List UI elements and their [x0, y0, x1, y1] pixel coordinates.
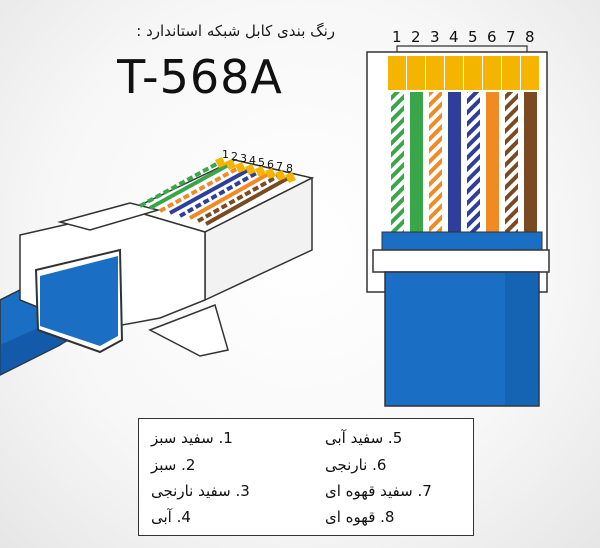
angled-pin-numbers: 1 2 3 4 5 6 7 8 — [222, 148, 293, 175]
front-pin-5: 5 — [468, 28, 478, 46]
front-pin-3: 3 — [430, 28, 440, 46]
front-pin-7: 7 — [506, 28, 516, 46]
angled-pin-1: 1 — [222, 148, 229, 161]
wire-1 — [391, 92, 404, 232]
wire-4 — [448, 92, 461, 232]
angled-pin-6: 6 — [267, 158, 274, 171]
legend-item-5: 5. سفید آبی — [325, 429, 403, 447]
front-pin-2: 2 — [411, 28, 421, 46]
front-pin-numbers: 1 2 3 4 5 6 7 8 — [392, 28, 535, 46]
front-cable — [384, 271, 540, 407]
connector-latch — [57, 202, 161, 231]
front-wires — [391, 92, 537, 232]
angled-pin-5: 5 — [258, 156, 265, 169]
front-crimp-bar — [372, 249, 550, 273]
front-pin-4: 4 — [449, 28, 459, 46]
legend-item-3: 3. سفید نارنجی — [151, 482, 250, 500]
angled-pin-2: 2 — [231, 150, 238, 163]
diagram-subtitle: رنگ بندی کابل شبکه استاندارد : — [136, 22, 335, 40]
legend-item-1: 1. سفید سبز — [151, 429, 233, 447]
front-pin-6: 6 — [487, 28, 497, 46]
legend-item-4: 4. آبی — [151, 508, 191, 526]
front-connector: 1 2 3 4 5 6 7 8 — [366, 28, 550, 407]
legend-item-2: 2. سبز — [151, 456, 196, 474]
legend-item-8: 8. قهوه ای — [325, 508, 395, 526]
wire-5 — [467, 92, 480, 232]
diagram-title: T-568A — [117, 50, 283, 104]
front-pin-1: 1 — [392, 28, 402, 46]
wire-3 — [429, 92, 442, 232]
wire-2 — [410, 92, 423, 232]
front-pin-8: 8 — [525, 28, 535, 46]
wire-7 — [505, 92, 518, 232]
angled-contacts — [215, 157, 296, 183]
angled-pin-3: 3 — [240, 152, 247, 165]
wire-6 — [486, 92, 499, 232]
front-cable-shade — [505, 272, 539, 406]
angled-pin-8: 8 — [286, 162, 293, 175]
legend-item-7: 7. سفید قهوه ای — [325, 482, 432, 500]
angled-wires — [139, 160, 291, 226]
pin-bracket — [396, 45, 528, 52]
angled-pin-4: 4 — [249, 154, 256, 167]
connector-clip — [148, 304, 229, 357]
legend-item-6: 6. نارنجی — [325, 456, 387, 474]
angled-pin-7: 7 — [276, 160, 283, 173]
wire-8 — [524, 92, 537, 232]
connector-cable-inside — [40, 256, 118, 346]
angled-connector: 1 2 3 4 5 6 7 8 — [0, 148, 315, 376]
front-contacts — [388, 56, 539, 90]
color-legend: 1. سفید سبز 2. سبز 3. سفید نارنجی 4. آبی… — [138, 418, 474, 536]
